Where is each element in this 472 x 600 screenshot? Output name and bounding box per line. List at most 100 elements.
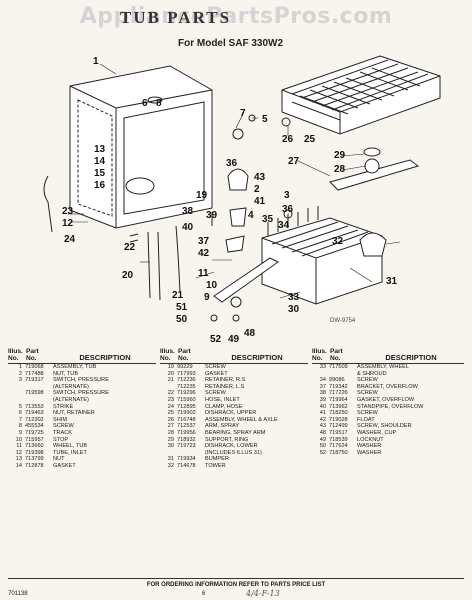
lower-dishrack-illustration <box>261 206 383 305</box>
callout-30: 30 <box>288 304 300 315</box>
part-number: 719317 <box>25 377 44 384</box>
callout-23: 23 <box>62 206 74 217</box>
callout-9: 9 <box>204 292 210 303</box>
parts-row: & SHROUD <box>312 371 464 378</box>
part-description: RETAINER, L.S <box>205 383 245 390</box>
drawing-number: DW-9754 <box>330 318 356 324</box>
part-number: 719517 <box>329 429 348 436</box>
part-number: 718750 <box>329 449 348 456</box>
illus-number: 29 <box>167 436 174 443</box>
callout-33: 33 <box>288 292 300 303</box>
illus-number <box>160 384 177 391</box>
illus-number: 42 <box>319 416 326 423</box>
part-description: (INCLUDES ILLUS 31) <box>205 449 262 456</box>
illus-number: 34 <box>319 377 326 384</box>
part-number: 713962 <box>329 403 348 410</box>
part-description: WASHER <box>357 443 382 450</box>
callout-34: 34 <box>278 220 290 231</box>
illus-number: 11 <box>16 443 22 450</box>
ordering-note: FOR ORDERING INFORMATION REFER TO PARTS … <box>146 582 326 588</box>
part-description: RETAINER, R.S <box>205 377 246 384</box>
header-description: DESCRIPTION <box>385 353 437 362</box>
illus-number: 41 <box>319 410 326 417</box>
illus-number: 3 <box>18 377 22 384</box>
illus-number: 48 <box>319 429 326 436</box>
illus-number: 2 <box>18 370 22 377</box>
callout-7: 7 <box>240 108 246 119</box>
part-number: 718932 <box>177 436 196 443</box>
part-description: SCREW <box>53 423 74 430</box>
callout-52: 52 <box>210 334 222 345</box>
part-number: 712499 <box>329 423 348 430</box>
callout-32: 32 <box>332 236 344 247</box>
illus-number: 28 <box>167 429 174 436</box>
part-description: TRACK <box>53 429 72 436</box>
illus-number: 33 <box>319 364 326 370</box>
part-description: STANDPIPE, OVERFLOW <box>357 403 424 410</box>
illus-number: 22 <box>167 390 174 397</box>
illus-number: 31 <box>167 456 174 463</box>
part-number: 715960 <box>177 396 196 403</box>
callout-25: 25 <box>304 134 316 145</box>
illus-number <box>8 397 25 404</box>
part-description: ASSEMBLY, WHEEL <box>357 364 410 370</box>
part-description: STOP <box>53 436 69 443</box>
part-number <box>177 450 205 457</box>
part-number: 719296 <box>177 390 196 397</box>
illus-number: 24 <box>167 403 174 410</box>
part-description: TUBE, INLET <box>53 449 87 456</box>
callout-11: 11 <box>198 268 209 279</box>
header-illus: Illus. <box>312 348 327 355</box>
header-illus: Illus. <box>8 348 23 355</box>
callout-50: 50 <box>176 314 188 325</box>
header-description: DESCRIPTION <box>231 353 283 362</box>
illus-number: 6 <box>18 410 22 417</box>
illus-number: 40 <box>319 403 326 410</box>
callout-4: 4 <box>248 210 254 221</box>
part-number: 718250 <box>329 410 348 417</box>
illus-number: 1 <box>18 364 22 370</box>
part-description: GASKET, OVERFLOW <box>357 396 415 403</box>
header-no: No. <box>8 355 19 362</box>
part-number: 455534 <box>25 423 44 430</box>
part-number: 719028 <box>329 416 348 423</box>
illus-number <box>8 384 25 391</box>
callout-19: 19 <box>196 190 208 201</box>
header-part: Part <box>26 348 39 355</box>
callout-42: 42 <box>198 248 210 259</box>
float-illustration <box>225 168 249 253</box>
part-description: ASSEMBLY, WHEEL & AXLE <box>205 416 278 423</box>
page-number: 6 <box>202 591 206 597</box>
part-description: SWITCH, PRESSURE <box>53 377 109 384</box>
part-description: BRACKET, OVERFLOW <box>357 383 418 390</box>
part-description: STRIKE <box>53 403 74 410</box>
callout-31: 31 <box>386 276 398 287</box>
callout-36: 36 <box>226 158 238 169</box>
exploded-parts-diagram: 1 6 8 13 14 15 16 23 12 24 7 5 26 25 27 … <box>43 55 441 345</box>
illus-number: 27 <box>167 423 174 430</box>
illus-number <box>160 450 177 457</box>
illus-number <box>8 390 25 397</box>
part-number <box>329 371 357 378</box>
callout-12: 12 <box>62 218 74 229</box>
illus-number: 7 <box>18 416 22 423</box>
part-description: FLOAT <box>357 416 375 423</box>
part-number <box>25 397 53 404</box>
